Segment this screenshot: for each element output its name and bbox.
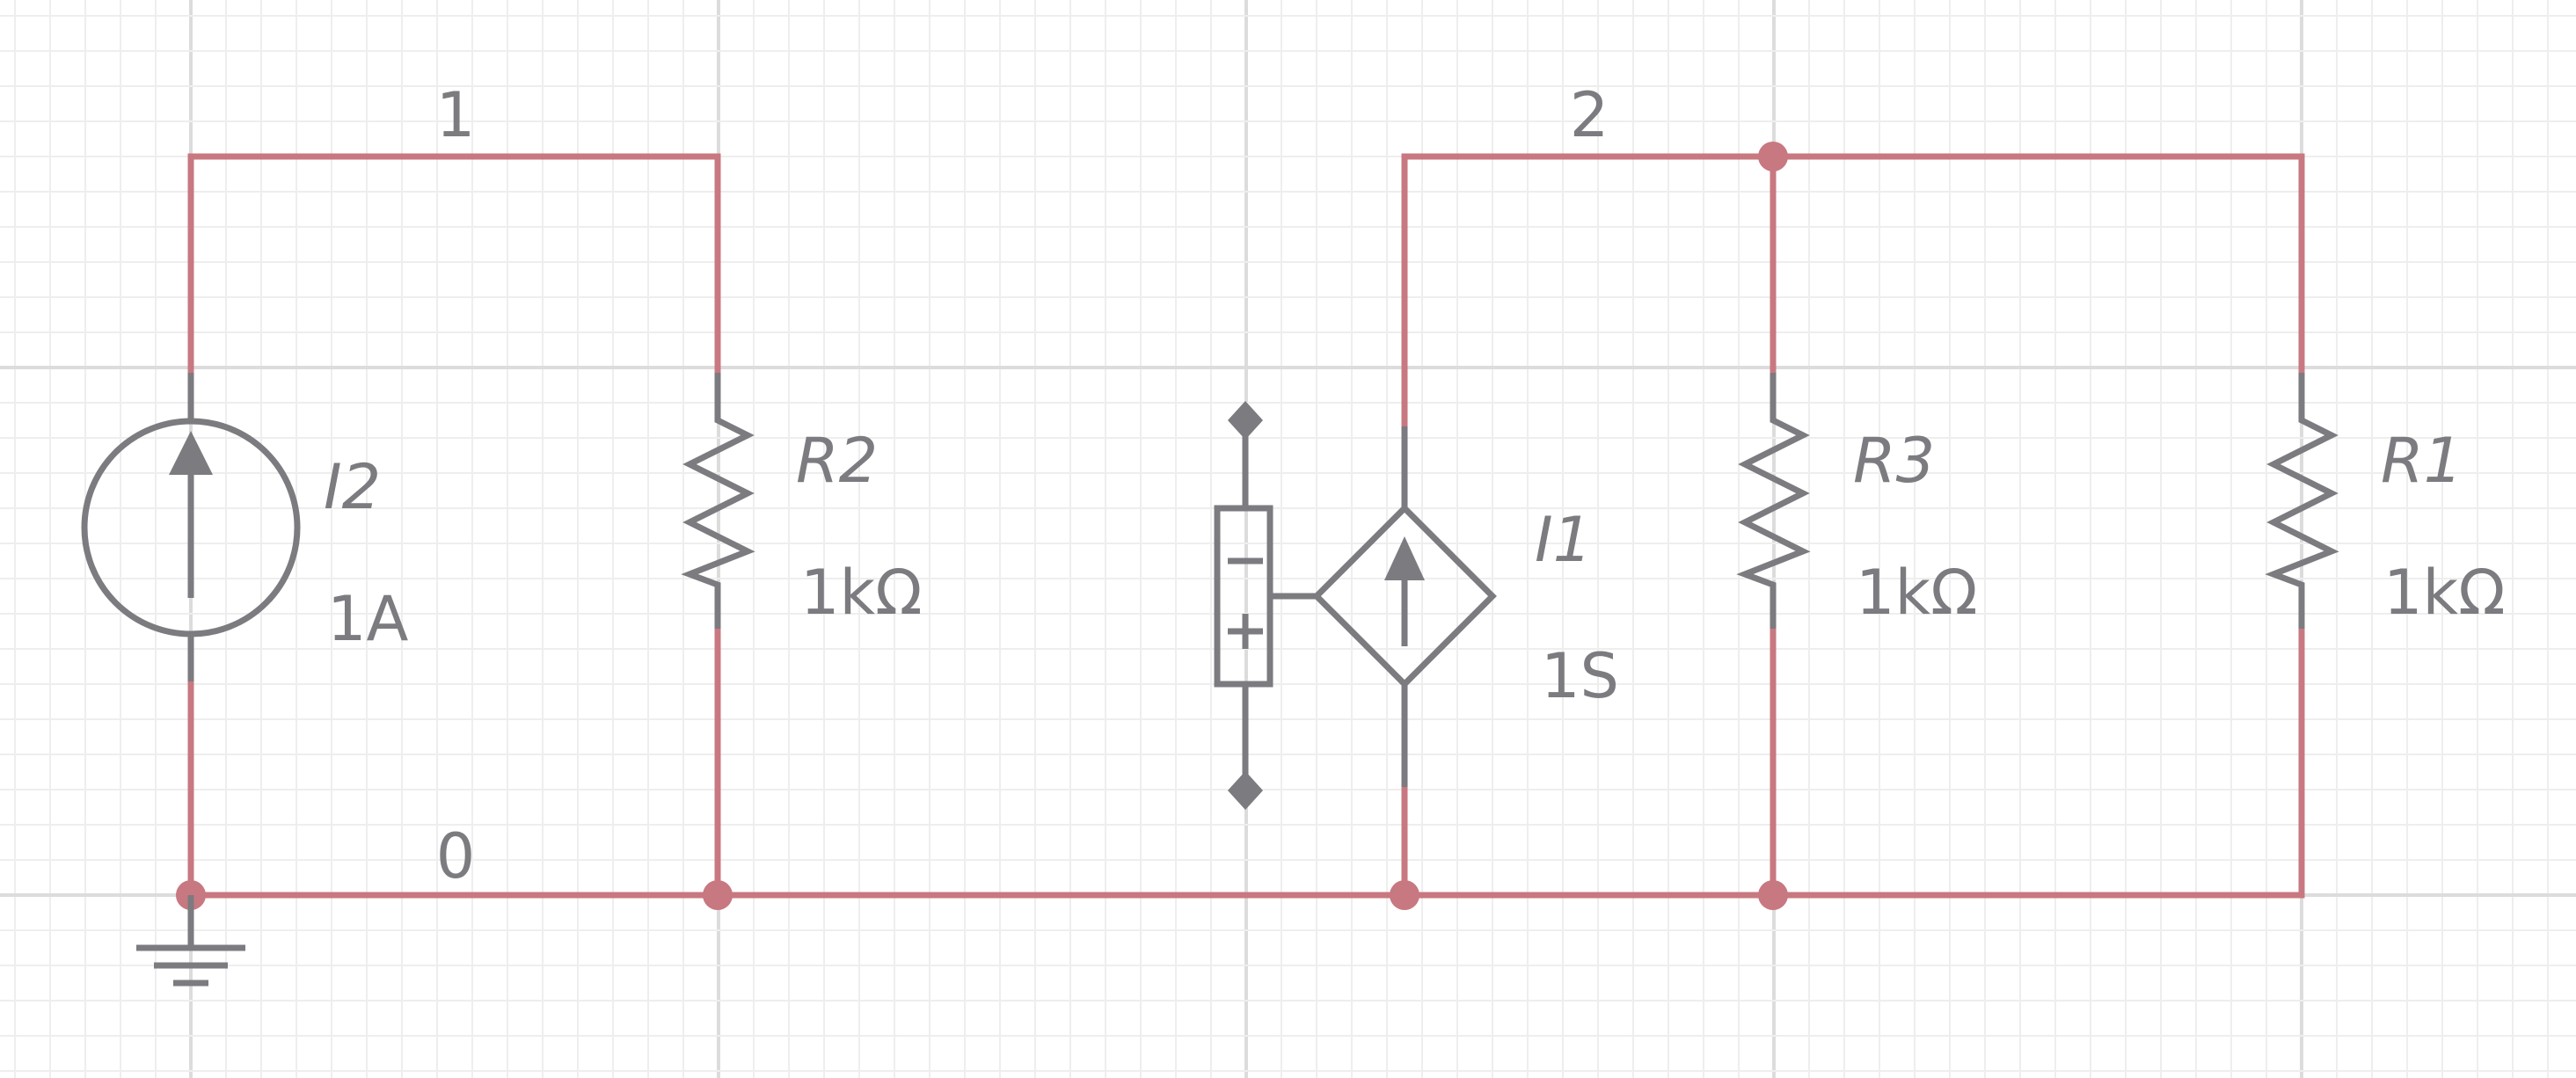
wires: [187, 153, 2305, 899]
component-value-r3: 1kΩ: [1856, 557, 1978, 629]
component-name-i2: I2: [324, 451, 381, 523]
node-label-2: 2: [1570, 79, 1609, 151]
terminal-bottom[interactable]: [1228, 771, 1263, 810]
terminal-top[interactable]: [1228, 401, 1263, 440]
component-value-i1: 1S: [1541, 640, 1619, 712]
current-source-i2[interactable]: [81, 373, 301, 681]
wire-node-0[interactable]: [187, 625, 2305, 899]
arrow-up-icon: [169, 431, 213, 598]
control-voltage-sensor[interactable]: [1214, 401, 1317, 810]
resistor-r1[interactable]: [2265, 373, 2339, 629]
junction-dot: [1758, 142, 1788, 171]
arrow-up-icon: [1384, 536, 1425, 646]
component-name-i1: I1: [1535, 504, 1592, 576]
wire-node-2[interactable]: [1401, 153, 2305, 430]
component-value-r2: 1kΩ: [800, 557, 923, 629]
node-label-1: 1: [436, 79, 476, 151]
resistor-r2[interactable]: [681, 373, 755, 629]
component-name-r1: R1: [2381, 425, 2463, 497]
plus-sign-icon: [1228, 614, 1263, 649]
resistor-r3[interactable]: [1736, 373, 1811, 629]
junction-dot: [703, 880, 733, 910]
component-value-i2: 1A: [327, 583, 409, 655]
component-name-r2: R2: [796, 425, 878, 497]
ground-icon: [136, 895, 245, 987]
dependent-current-source-i1[interactable]: [1312, 426, 1497, 787]
component-name-r3: R3: [1853, 425, 1935, 497]
junction-dot: [1758, 880, 1788, 910]
wire-node-1[interactable]: [187, 153, 721, 382]
component-value-r1: 1kΩ: [2383, 557, 2506, 629]
junction-dot: [1390, 880, 1419, 910]
node-label-0: 0: [436, 820, 476, 892]
